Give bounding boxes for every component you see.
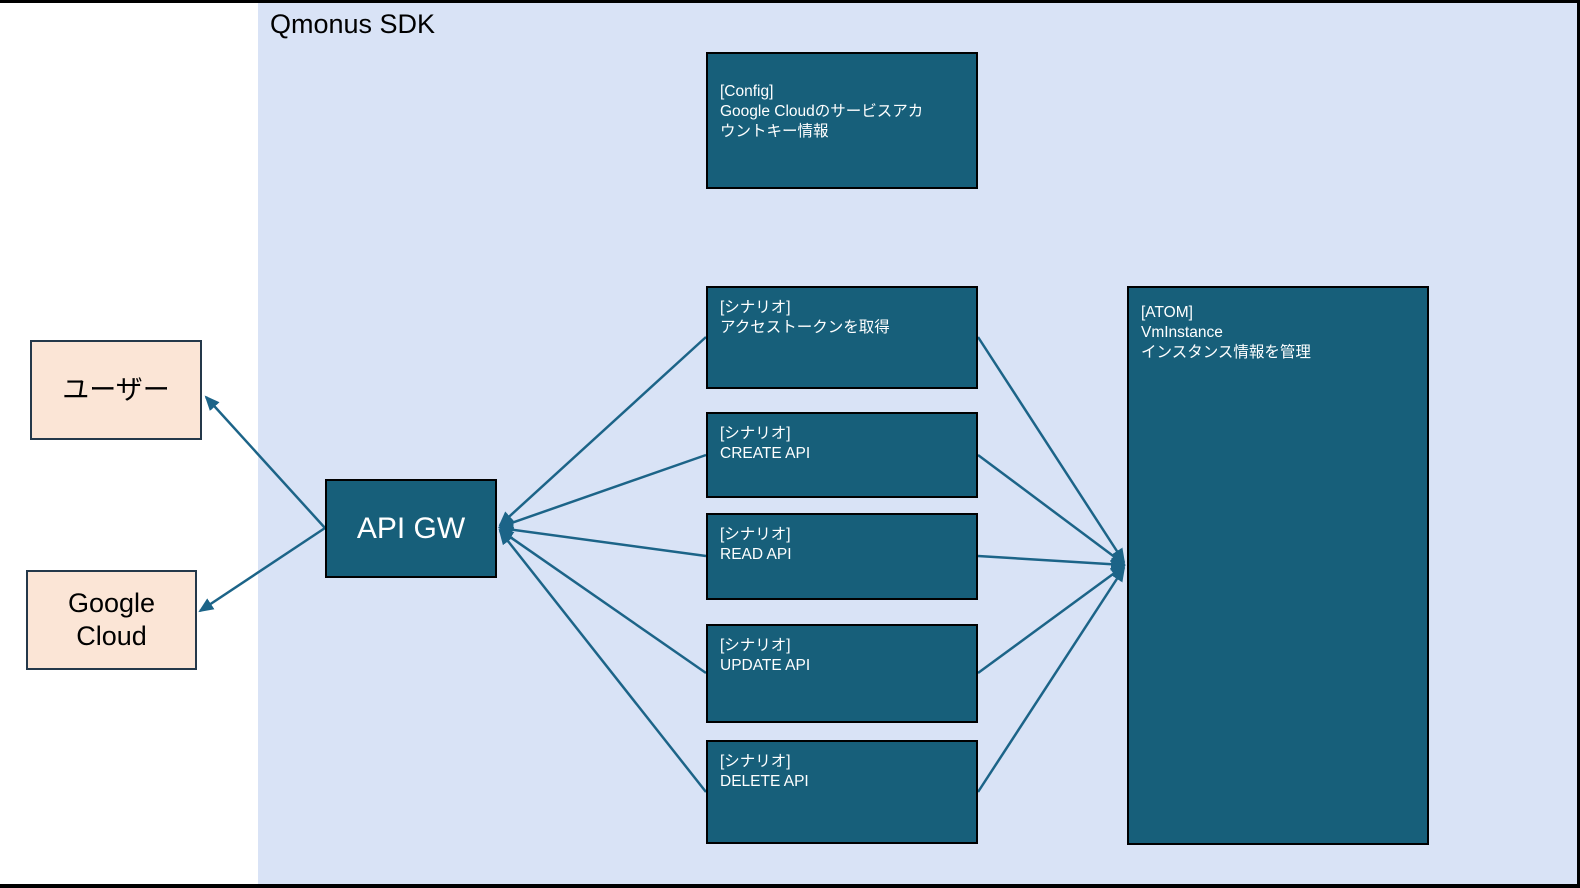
node-scenario-delete-api-line: DELETE API bbox=[720, 773, 809, 790]
node-scenario-update-api-line: UPDATE API bbox=[720, 657, 811, 674]
node-scenario-access-token-line: アクセストークンを取得 bbox=[720, 319, 890, 336]
node-google-cloud: Google Cloud bbox=[26, 570, 197, 670]
node-scenario-delete-api: [シナリオ] DELETE API bbox=[706, 740, 978, 844]
node-atom-vminstance: [ATOM] VmInstance インスタンス情報を管理 bbox=[1127, 286, 1429, 845]
node-atom-vminstance-line: [ATOM] bbox=[1141, 304, 1193, 321]
node-scenario-access-token: [シナリオ] アクセストークンを取得 bbox=[706, 286, 978, 389]
node-scenario-read-api-line: READ API bbox=[720, 546, 792, 563]
node-google-cloud-line: Google bbox=[67, 588, 156, 618]
node-scenario-access-token-line: [シナリオ] bbox=[720, 299, 791, 316]
node-scenario-update-api-line: [シナリオ] bbox=[720, 637, 791, 654]
frame-border-right bbox=[1577, 0, 1580, 888]
node-api-gateway-label: API GW bbox=[356, 511, 466, 545]
node-config-line: ウントキー情報 bbox=[720, 123, 829, 140]
qmonus-sdk-title: Qmonus SDK bbox=[270, 9, 436, 39]
node-atom-vminstance-line: インスタンス情報を管理 bbox=[1141, 344, 1311, 361]
node-scenario-create-api-line: CREATE API bbox=[720, 445, 811, 462]
node-config-line: Google Cloudのサービスアカ bbox=[720, 103, 924, 120]
node-scenario-read-api: [シナリオ] READ API bbox=[706, 513, 978, 600]
node-scenario-read-api-line: [シナリオ] bbox=[720, 526, 791, 543]
node-user-label: ユーザー bbox=[62, 374, 170, 405]
node-config: [Config] Google Cloudのサービスアカ ウントキー情報 bbox=[706, 52, 978, 189]
frame-border-top bbox=[0, 0, 1580, 3]
node-user: ユーザー bbox=[30, 340, 202, 440]
frame-border-bottom bbox=[0, 884, 1580, 888]
node-api-gateway: API GW bbox=[325, 479, 497, 578]
node-config-line: [Config] bbox=[720, 83, 774, 100]
node-atom-vminstance-line: VmInstance bbox=[1141, 324, 1223, 341]
node-scenario-create-api: [シナリオ] CREATE API bbox=[706, 412, 978, 498]
node-google-cloud-line: Cloud bbox=[76, 621, 147, 651]
node-scenario-create-api-line: [シナリオ] bbox=[720, 425, 791, 442]
node-scenario-delete-api-line: [シナリオ] bbox=[720, 753, 791, 770]
node-scenario-update-api: [シナリオ] UPDATE API bbox=[706, 624, 978, 723]
